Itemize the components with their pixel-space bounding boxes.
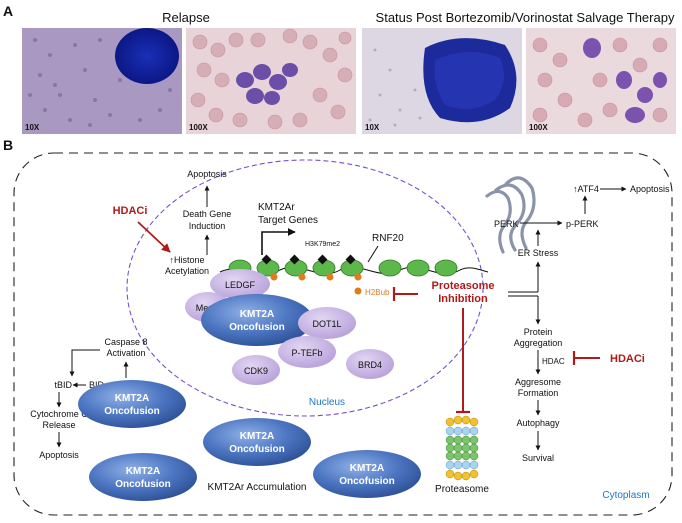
cyto-c-label-2: Release xyxy=(42,420,75,430)
kmt2a-oncofusion-cyto-3: KMT2A Oncofusion xyxy=(89,453,197,501)
target-genes-label-2: Target Genes xyxy=(258,215,318,226)
h2bub-dot xyxy=(354,287,362,295)
apoptosis-right-label: Apoptosis xyxy=(630,184,670,194)
autophagy-label: Autophagy xyxy=(516,418,560,428)
mag-label-3: 10X xyxy=(365,123,380,132)
panel-b-label: B xyxy=(3,137,13,153)
ptefb-label: P-TEFb xyxy=(291,348,322,358)
bid-label: BID xyxy=(89,380,105,390)
proteasome-inhibition-label-1: Proteasome xyxy=(432,280,495,292)
aggresome-label-1: Aggresome xyxy=(515,377,561,387)
apoptosis-top-label: Apoptosis xyxy=(187,169,227,179)
micrograph-post-10x: 10X xyxy=(362,28,522,134)
caspase-label-1: Caspase 8 xyxy=(104,337,147,347)
svg-text:KMT2A: KMT2A xyxy=(115,393,149,404)
svg-text:KMT2A: KMT2A xyxy=(240,431,274,442)
panel-a-label: A xyxy=(3,3,13,19)
perk-label: PERK xyxy=(494,219,519,229)
svg-text:Oncofusion: Oncofusion xyxy=(229,444,285,455)
cdk9-label: CDK9 xyxy=(244,366,268,376)
protein-complex: LEDGF Menin KMT2A Oncofusion DOT1L P-TEF… xyxy=(185,269,394,385)
cyto-c-label-1: Cytochrome C xyxy=(30,409,88,419)
proteasome-label: Proteasome xyxy=(435,484,489,495)
induction-label: Induction xyxy=(189,221,226,231)
h2bub-label: H2Bub xyxy=(365,288,390,297)
nucleus-label: Nucleus xyxy=(309,397,345,408)
protein-aggregation-label-2: Aggregation xyxy=(514,338,563,348)
death-gene-label: Death Gene xyxy=(183,209,232,219)
ledgf-label: LEDGF xyxy=(225,280,256,290)
h3k79me2-label: H3K79me2 xyxy=(305,241,340,248)
protein-aggregation-label-1: Protein xyxy=(524,327,553,337)
cell-membrane xyxy=(13,152,673,516)
svg-text:KMT2A: KMT2A xyxy=(126,466,160,477)
histone-label: ↑Histone xyxy=(169,255,204,265)
micrograph-relapse-10x: 10X xyxy=(22,28,182,134)
panel-a: A Relapse Status Post Bortezomib/Vorinos… xyxy=(3,3,676,134)
kmt2a-nuclear-label-2: Oncofusion xyxy=(229,322,285,333)
svg-text:KMT2A: KMT2A xyxy=(350,463,384,474)
rnf20-label: RNF20 xyxy=(372,233,404,244)
mag-label-4: 100X xyxy=(529,123,548,132)
mag-label-2: 100X xyxy=(189,123,208,132)
svg-text:Oncofusion: Oncofusion xyxy=(104,406,160,417)
nucleus-membrane xyxy=(126,159,484,417)
cytoplasm-label: Cytoplasm xyxy=(602,490,649,501)
svg-text:Oncofusion: Oncofusion xyxy=(115,479,171,490)
micrograph-relapse-100x: 100X xyxy=(186,28,356,134)
apoptosis-left-label: Apoptosis xyxy=(39,450,79,460)
kmt2ar-accumulation-label: KMT2Ar Accumulation xyxy=(208,482,307,493)
svg-text:Oncofusion: Oncofusion xyxy=(339,476,395,487)
caspase-label-2: Activation xyxy=(106,348,145,358)
dot1l-label: DOT1L xyxy=(312,319,341,329)
kmt2a-oncofusion-cyto-1: KMT2A Oncofusion xyxy=(78,380,186,428)
er-stress-label: ER Stress xyxy=(518,248,559,258)
acetylation-label: Acetylation xyxy=(165,266,209,276)
title-relapse: Relapse xyxy=(162,10,210,25)
tbid-label: tBID xyxy=(54,380,72,390)
micrograph-post-100x: 100X xyxy=(526,28,676,134)
kmt2a-oncofusion-cyto-4: KMT2A Oncofusion xyxy=(313,450,421,498)
title-post-therapy: Status Post Bortezomib/Vorinostat Salvag… xyxy=(376,10,675,25)
atf4-label: ↑ATF4 xyxy=(573,184,599,194)
kmt2a-oncofusion-cyto-2: KMT2A Oncofusion xyxy=(203,418,311,466)
panel-b: B Nucleus Apoptosis Death Gene Induction… xyxy=(3,137,673,516)
kmt2a-nuclear-label-1: KMT2A xyxy=(240,309,274,320)
p-perk-label: p-PERK xyxy=(566,219,599,229)
hdaci-left-label: HDACi xyxy=(113,205,148,217)
target-genes-label-1: KMT2Ar xyxy=(258,202,295,213)
proteasome-icon xyxy=(445,415,479,481)
hdac-label: HDAC xyxy=(542,357,565,366)
mag-label-1: 10X xyxy=(25,123,40,132)
er-icon xyxy=(485,176,536,254)
hdaci-right-label: HDACi xyxy=(610,353,645,365)
aggresome-label-2: Formation xyxy=(518,388,559,398)
proteasome-inhibition-label-2: Inhibition xyxy=(438,293,488,305)
survival-label: Survival xyxy=(522,453,554,463)
brd4-label: BRD4 xyxy=(358,360,382,370)
